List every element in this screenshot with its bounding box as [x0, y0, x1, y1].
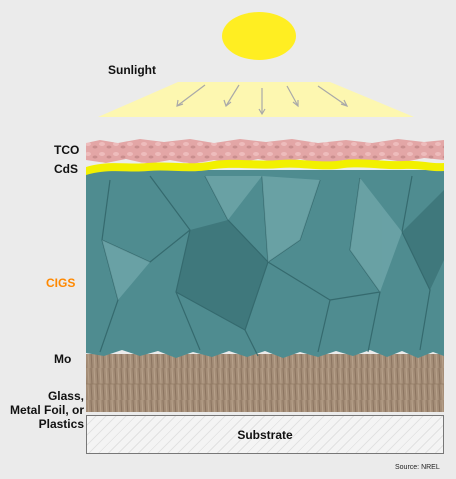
mo-label: Mo: [54, 352, 72, 366]
grain-facet-4: [102, 240, 150, 300]
sun-icon: [222, 12, 296, 60]
grain-facet-2: [262, 176, 320, 262]
light-ray-arrows: [176, 84, 349, 116]
sunlight-label: Sunlight: [108, 63, 156, 77]
source-credit: Source: NREL: [395, 464, 440, 471]
ray-arrowhead-4: [292, 100, 299, 108]
light-beam-trapezoid: [98, 82, 414, 117]
ray-arrow-5: [317, 85, 348, 107]
tco-label: TCO: [54, 143, 80, 157]
grain-facet-1: [205, 176, 262, 220]
ray-arrowhead-5: [340, 99, 349, 108]
ray-arrowhead-3: [258, 108, 266, 116]
cigs-grain-shadows: [176, 190, 444, 330]
cds-layer: [86, 159, 444, 175]
substrate-material-line-3: Plastics: [38, 417, 84, 431]
substrate-box: Substrate: [86, 415, 444, 454]
ray-arrowhead-1: [176, 99, 184, 107]
ray-arrow-4: [286, 85, 299, 107]
tco-layer: [86, 139, 444, 164]
grain-shadow-1: [176, 220, 268, 330]
grain-shadow-2: [402, 190, 444, 290]
substrate-material-line-1: Glass,: [47, 389, 84, 403]
ray-arrow-2: [225, 84, 240, 107]
ray-arrowhead-2: [223, 99, 232, 108]
cigs-label: CIGS: [46, 276, 76, 290]
substrate-box-label: Substrate: [237, 427, 293, 442]
ray-arrow-1: [176, 84, 206, 107]
substrate-material-line-2: Metal Foil, or: [10, 403, 85, 417]
cds-label: CdS: [54, 162, 78, 176]
mo-layer: [86, 354, 444, 412]
cigs-grain-highlights: [102, 176, 402, 300]
grain-line-9: [329, 291, 381, 301]
substrate-material-label: Glass, Metal Foil, or Plastics: [10, 389, 84, 431]
grain-facet-3: [350, 178, 402, 292]
